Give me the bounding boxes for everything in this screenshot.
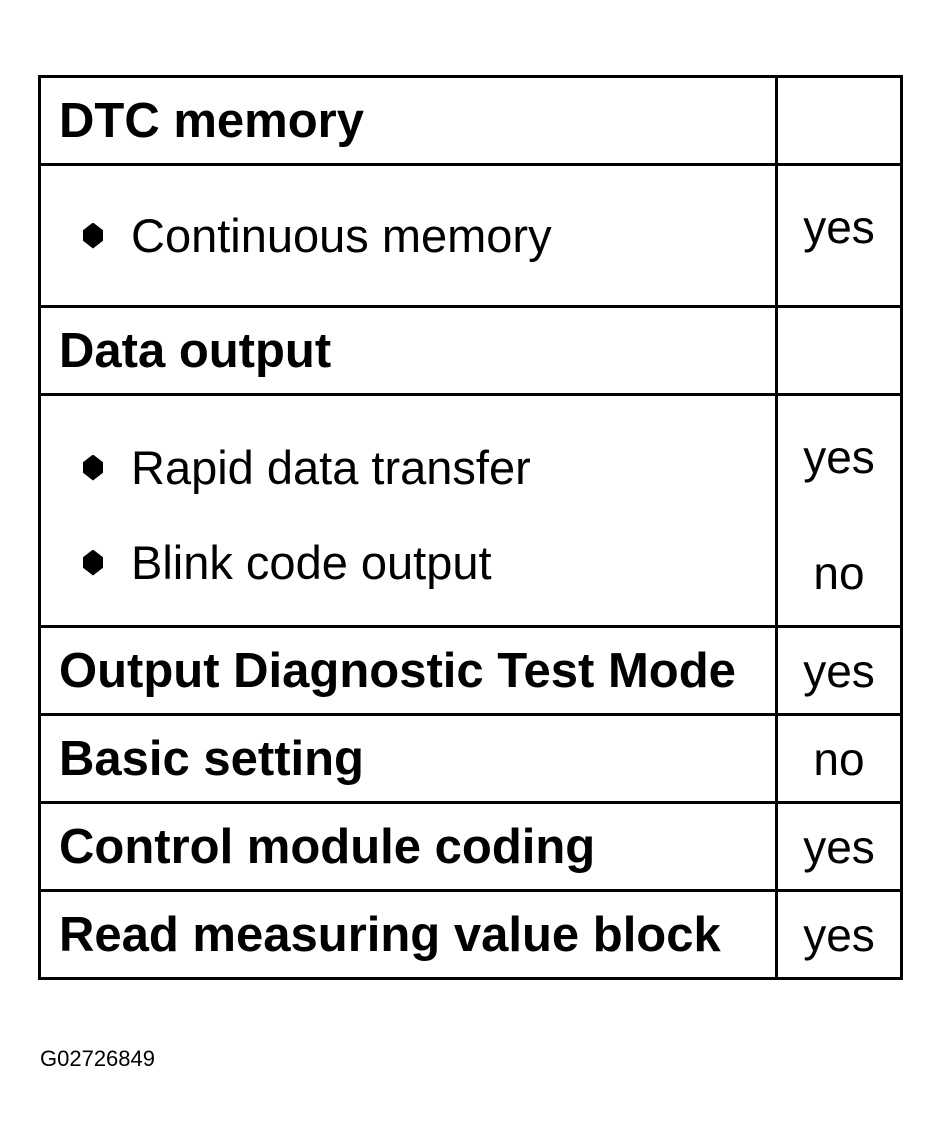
read-measuring-value-block-label: Read measuring value block	[38, 889, 778, 980]
table-row-read-measuring-value-block: Read measuring value block yes	[38, 889, 903, 980]
table-row-basic-setting: Basic setting no	[38, 713, 903, 804]
basic-setting-label: Basic setting	[38, 713, 778, 804]
table-row-output-diagnostic-test-mode: Output Diagnostic Test Mode yes	[38, 625, 903, 716]
basic-setting-value: no	[775, 713, 903, 804]
list-item-blink-code-output: Blink code output	[41, 539, 775, 586]
control-module-coding-label: Control module coding	[38, 801, 778, 892]
table-row-continuous-memory: Continuous memory yes	[38, 163, 903, 308]
continuous-memory-value-cell: yes	[775, 163, 903, 308]
diamond-bullet-icon	[83, 454, 103, 481]
continuous-memory-label: Continuous memory	[131, 209, 552, 262]
data-output-items-cell: Rapid data transfer Blink code output	[38, 393, 778, 628]
table-row-dtc-memory: DTC memory	[38, 75, 903, 166]
control-module-coding-value: yes	[775, 801, 903, 892]
continuous-memory-cell: Continuous memory	[38, 163, 778, 308]
table-row-data-output: Data output	[38, 305, 903, 396]
figure-code: G02726849	[40, 1046, 155, 1071]
rapid-data-transfer-label: Rapid data transfer	[131, 441, 531, 494]
output-diagnostic-test-mode-label: Output Diagnostic Test Mode	[38, 625, 778, 716]
data-output-values-cell: yes no	[775, 393, 903, 628]
data-output-label: Data output	[38, 305, 778, 396]
blink-code-output-label: Blink code output	[131, 536, 492, 589]
blink-code-output-value: no	[813, 547, 865, 599]
diagnostic-functions-table: DTC memory Continuous memory yes Data ou…	[38, 75, 903, 980]
data-output-value	[775, 305, 903, 396]
diamond-bullet-icon	[83, 549, 103, 576]
read-measuring-value-block-value: yes	[775, 889, 903, 980]
output-diagnostic-test-mode-value: yes	[775, 625, 903, 716]
dtc-memory-label: DTC memory	[38, 75, 778, 166]
continuous-memory-value: yes	[803, 201, 875, 253]
table-row-data-output-items: Rapid data transfer Blink code output ye…	[38, 393, 903, 628]
diamond-bullet-icon	[83, 222, 103, 249]
list-item-continuous-memory: Continuous memory	[41, 212, 775, 259]
list-item-rapid-data-transfer: Rapid data transfer	[41, 444, 775, 491]
rapid-data-transfer-value: yes	[803, 431, 875, 483]
dtc-memory-value	[775, 75, 903, 166]
table-row-control-module-coding: Control module coding yes	[38, 801, 903, 892]
